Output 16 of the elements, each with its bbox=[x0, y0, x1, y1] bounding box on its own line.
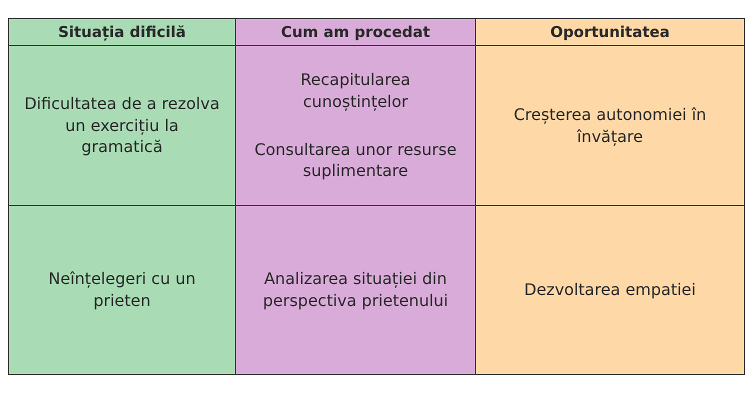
puzzle-piece bbox=[8, 45, 236, 206]
column-header: Situația dificilă bbox=[8, 18, 236, 46]
piece-text: Neînțelegeri cu un prieten bbox=[47, 268, 197, 312]
piece-text: Dificultatea de a rezolva un exercițiu la gramatică bbox=[23, 93, 221, 158]
puzzle-piece bbox=[8, 205, 236, 375]
piece-text: Creșterea autonomiei în învățare bbox=[512, 104, 708, 148]
piece-text: Recapitularea cunoștințelor bbox=[300, 69, 412, 112]
puzzle-piece bbox=[475, 45, 745, 206]
column-header: Cum am procedat bbox=[235, 18, 476, 46]
piece-text: Analizarea situației din perspectiva prietenului bbox=[262, 268, 450, 312]
piece-text: Dezvoltarea empatiei bbox=[524, 279, 696, 301]
puzzle-piece bbox=[235, 45, 476, 206]
puzzle-piece bbox=[475, 205, 745, 375]
puzzle-piece bbox=[235, 205, 476, 375]
piece-text: Consultarea unor resurse suplimentare bbox=[253, 138, 458, 182]
column-header: Oportunitatea bbox=[475, 18, 745, 46]
